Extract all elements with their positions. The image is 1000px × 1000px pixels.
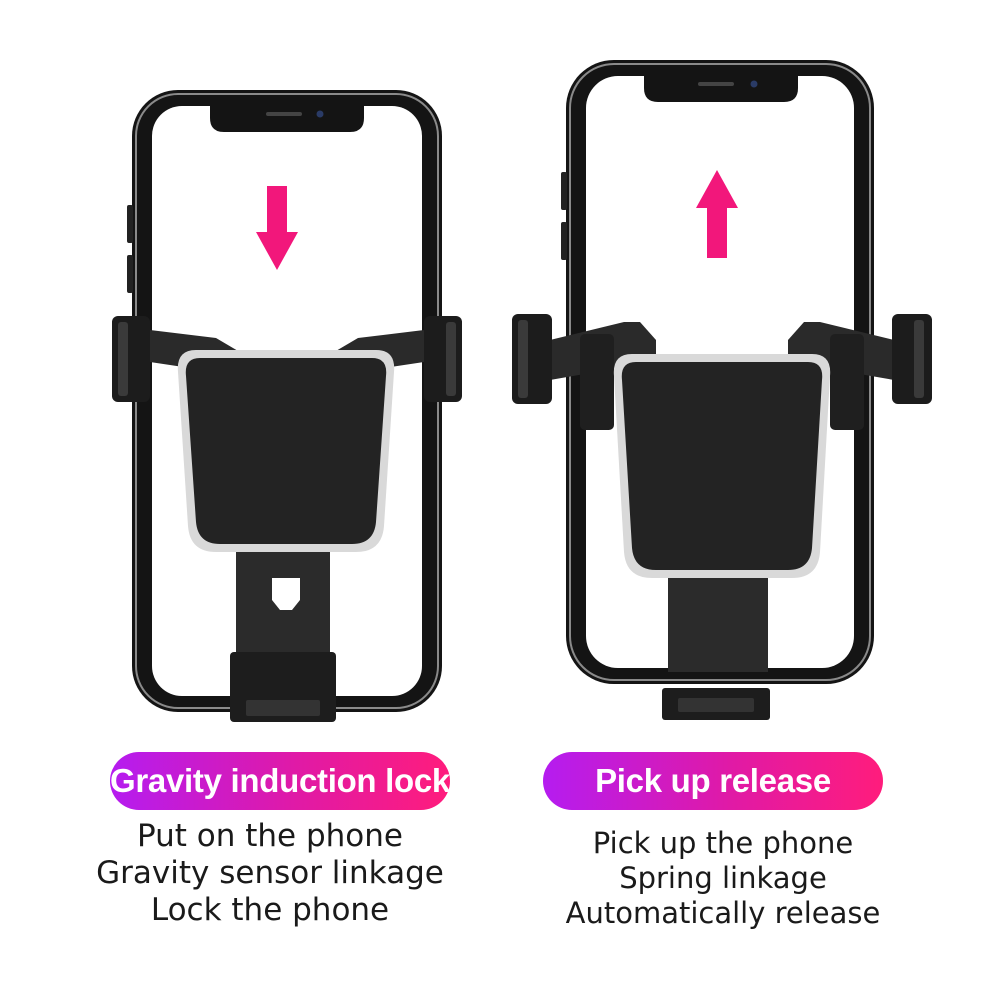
holder-clamp-left	[112, 316, 150, 402]
gravity-lock-badge: Gravity induction lock	[110, 752, 450, 810]
holder-plate	[621, 362, 823, 570]
pick-up-release-panel: Pick up release Pick up the phone Spring…	[500, 0, 1000, 1000]
phone-holder-locked-illustration	[112, 90, 462, 722]
pick-up-release-description: Pick up the phone Spring linkage Automat…	[483, 826, 963, 931]
holder-clamp-right	[424, 316, 462, 402]
holder-clamp-right	[892, 314, 932, 404]
description-line: Gravity sensor linkage	[96, 855, 444, 891]
gravity-lock-description: Put on the phone Gravity sensor linkage …	[30, 818, 510, 929]
phone-notch	[210, 106, 364, 132]
phone-notch	[644, 76, 798, 102]
description-line: Lock the phone	[150, 892, 390, 928]
description-line: Automatically release	[565, 896, 881, 930]
description-line: Put on the phone	[136, 818, 403, 854]
description-line: Spring linkage	[619, 861, 827, 895]
holder-stand	[668, 572, 768, 672]
description-line: Pick up the phone	[592, 826, 854, 860]
down-arrow-icon	[256, 186, 298, 270]
up-arrow-icon	[696, 170, 738, 258]
holder-plate	[185, 358, 387, 544]
pick-up-release-badge: Pick up release	[543, 752, 883, 810]
phone-holder-released-illustration	[512, 60, 932, 720]
gravity-lock-panel: Gravity induction lock Put on the phone …	[96, 90, 462, 928]
